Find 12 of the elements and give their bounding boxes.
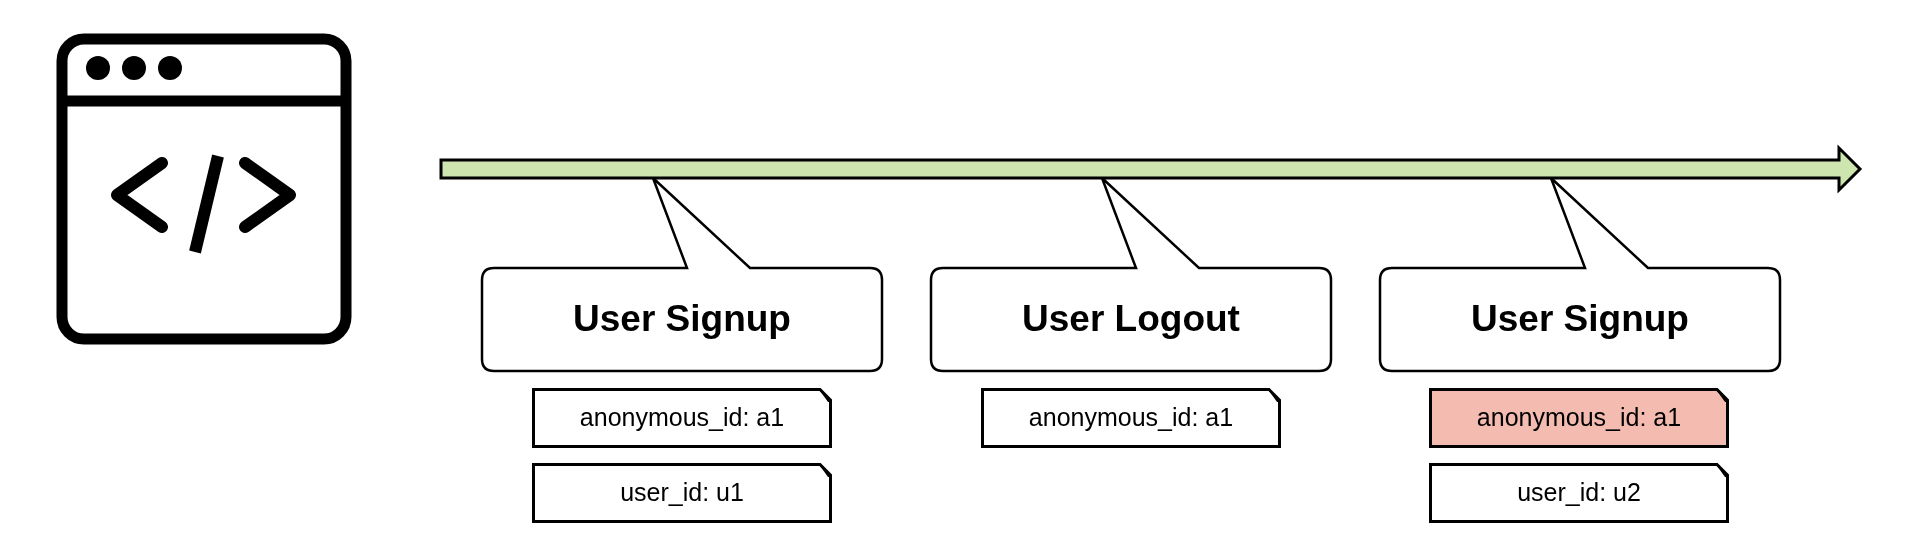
callout-bubble — [1380, 176, 1780, 371]
property-text: user_id: u2 — [1516, 477, 1642, 507]
event-title: User Logout — [1021, 297, 1241, 341]
event-title: User Signup — [1470, 297, 1690, 341]
property-text: anonymous_id: a1 — [1475, 402, 1683, 432]
event-title: User Signup — [572, 297, 792, 341]
callout-bubble — [482, 176, 882, 371]
property-text: user_id: u1 — [619, 477, 745, 507]
callout-bubble — [931, 176, 1331, 371]
property-text: anonymous_id: a1 — [578, 402, 786, 432]
property-text: anonymous_id: a1 — [1027, 402, 1235, 432]
browser-code-icon — [55, 32, 353, 346]
